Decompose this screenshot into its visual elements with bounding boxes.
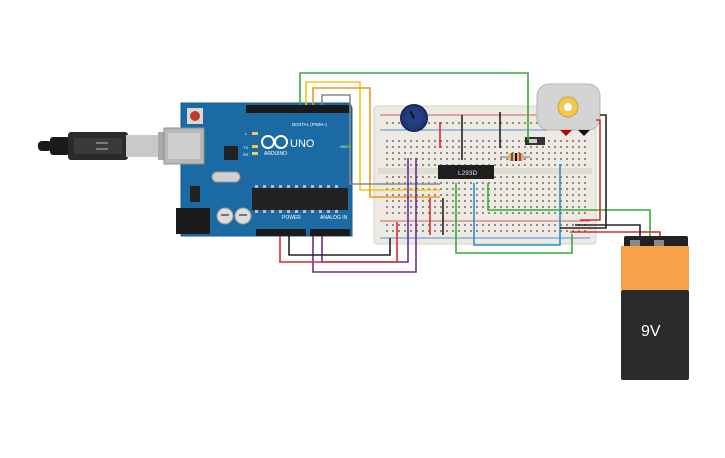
arduino-uno-board: UNO ARDUINO DIGITAL (PWM~) POWER ANALOG … — [163, 102, 353, 237]
wire-blue-bb — [473, 164, 561, 246]
on-label: ON — [340, 144, 346, 149]
wires — [279, 72, 661, 273]
led-l-label: L — [245, 131, 248, 136]
wire-black-motor — [560, 114, 607, 229]
atmega-chip — [252, 188, 348, 210]
l293d-chip: L293D — [438, 165, 494, 179]
wire-yellow — [305, 81, 440, 191]
arduino-logo-icon — [261, 135, 288, 149]
power-label: POWER — [282, 215, 301, 221]
arduino-brand-label: ARDUINO — [264, 151, 287, 157]
battery-label: 9V — [641, 323, 661, 340]
usb-cable — [38, 132, 164, 160]
uno-label: UNO — [290, 138, 315, 150]
wire-purple-1 — [312, 158, 417, 273]
wire-green-top — [299, 72, 529, 140]
power-jack — [176, 208, 210, 234]
l293d-label: L293D — [458, 170, 477, 177]
led-tx-label: TX — [243, 145, 248, 150]
wire-red-motor — [580, 119, 601, 221]
wire-gray — [321, 94, 440, 185]
analog-header — [310, 229, 350, 236]
potentiometer — [400, 104, 428, 132]
wire-orange — [312, 87, 440, 198]
digital-header — [246, 105, 350, 113]
wire-green-battery — [487, 183, 651, 240]
crystal — [211, 171, 241, 183]
led-rx-label: RX — [243, 152, 249, 157]
dc-motor — [536, 83, 601, 136]
resistor — [500, 153, 530, 161]
analog-in-label: ANALOG IN — [320, 215, 348, 221]
digital-pins-label: DIGITAL (PWM~) — [292, 122, 327, 127]
wire-black-gnd — [288, 236, 391, 256]
power-header — [256, 229, 306, 236]
slide-switch — [525, 137, 545, 145]
wire-green-bb — [455, 183, 573, 254]
wire-red-power — [279, 222, 398, 263]
battery-9v: 9V — [621, 236, 689, 380]
